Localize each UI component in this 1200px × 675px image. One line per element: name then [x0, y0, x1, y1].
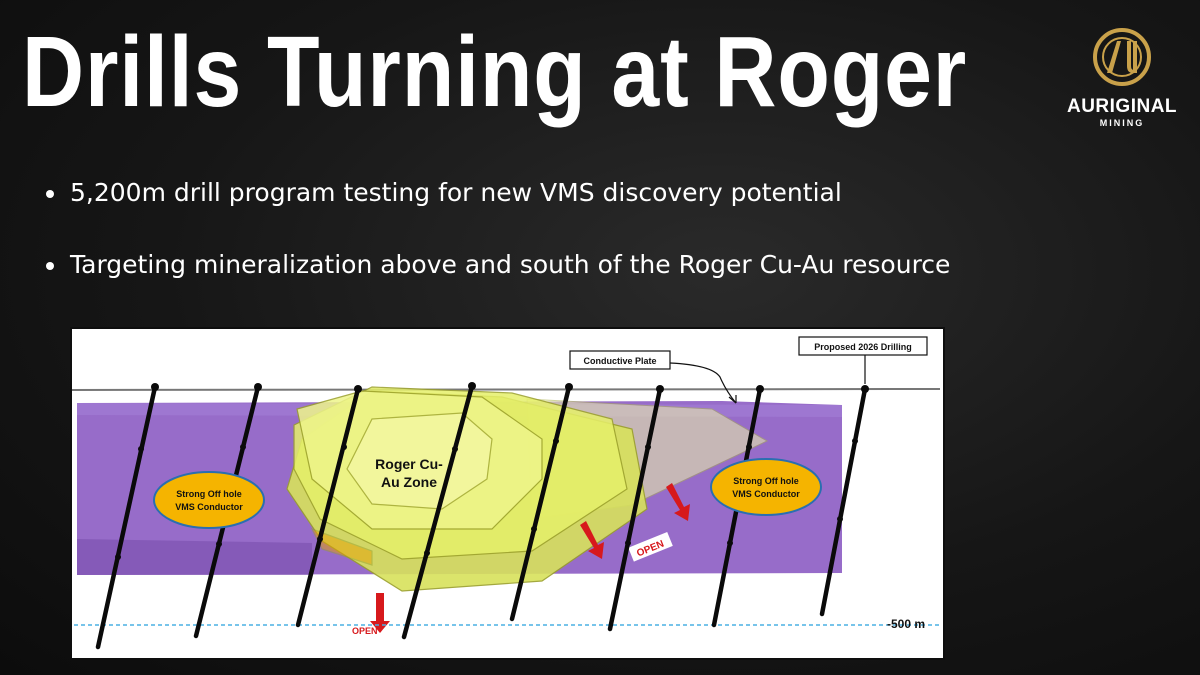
slide-title: Drills Turning at Roger [22, 16, 968, 128]
open-label-bottom: OPEN [352, 626, 378, 636]
drill-hole [295, 386, 361, 628]
ground-surface-line [72, 388, 941, 391]
zone-label-line2: Au Zone [381, 474, 437, 490]
conductor-left: Strong Off hole VMS Conductor [153, 471, 265, 529]
conductor-right: Strong Off hole VMS Conductor [710, 458, 822, 516]
conductor-right-line1: Strong Off hole [733, 476, 799, 486]
drill-markers [115, 438, 858, 560]
zone-label-line1: Roger Cu- [375, 456, 443, 472]
conductor-left-line2: VMS Conductor [175, 502, 243, 512]
drill-hole [509, 384, 572, 622]
depth-label: -500 m [887, 617, 925, 631]
callout-conductive-plate-text: Conductive Plate [583, 356, 656, 366]
open-arrow-right-2 [666, 483, 690, 521]
drill-hole [819, 386, 868, 617]
drill-hole [95, 384, 158, 650]
open-arrow-right-1 [580, 521, 604, 559]
logo-name: AURIGINAL [1066, 96, 1178, 117]
drilling-section-diagram: Roger Cu- Au Zone OPEN OPEN -500 m [70, 327, 945, 660]
conductor-right-line2: VMS Conductor [732, 489, 800, 499]
drill-hole [607, 386, 663, 632]
conductor-left-line1: Strong Off hole [176, 489, 242, 499]
open-direction-arrows [370, 483, 690, 633]
roger-cu-au-zone [286, 386, 648, 592]
bullet-list: 5,200m drill program testing for new VMS… [44, 176, 950, 282]
logo-emblem-icon [1093, 28, 1151, 86]
drill-collars [151, 382, 869, 393]
company-logo: AURIGINAL MINING [1062, 26, 1182, 132]
callout-proposed-drilling: Proposed 2026 Drilling [798, 336, 928, 384]
callout-conductive-plate: Conductive Plate [569, 350, 737, 404]
open-arrow-down [370, 593, 390, 633]
bullet-drill-program: 5,200m drill program testing for new VMS… [44, 176, 950, 210]
drill-hole [401, 383, 475, 640]
callout-proposed-drilling-text: Proposed 2026 Drilling [814, 342, 912, 352]
bullet-targeting: Targeting mineralization above and south… [44, 248, 950, 282]
logo-subtitle: MINING [1099, 118, 1145, 128]
